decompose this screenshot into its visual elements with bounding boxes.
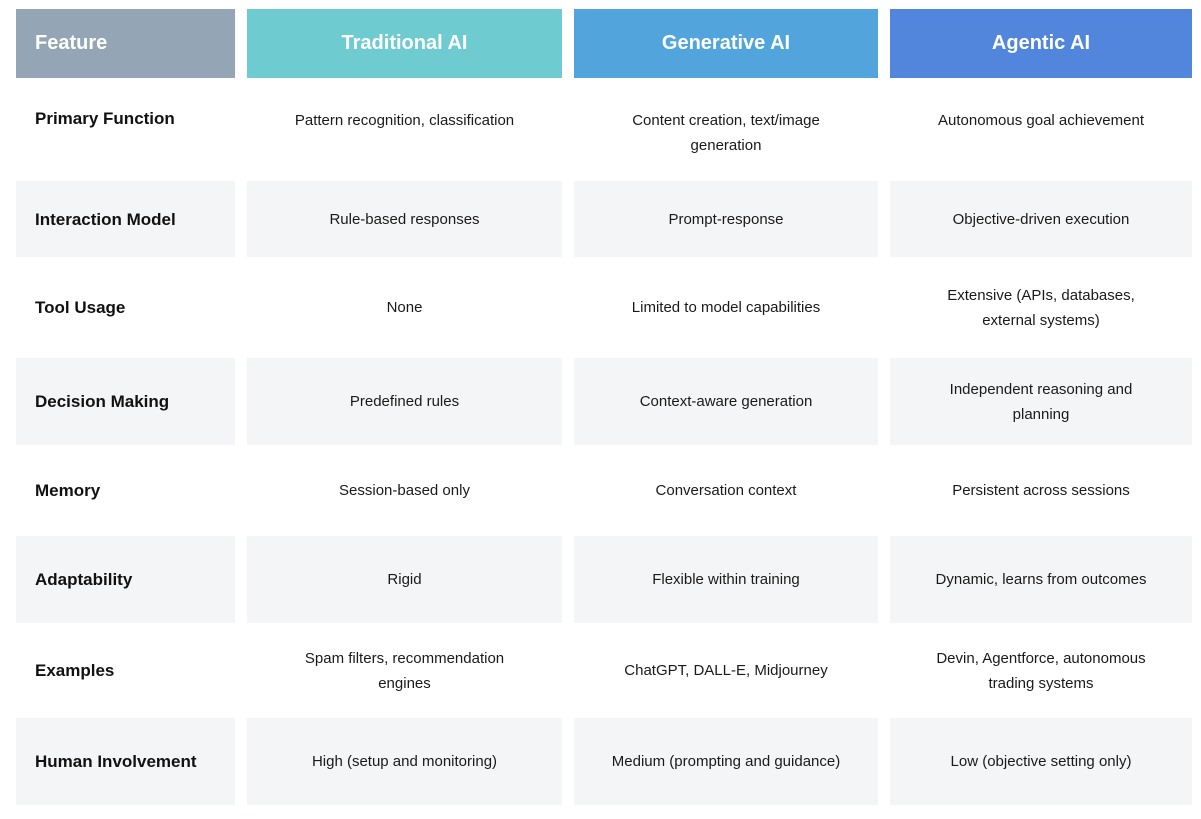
cell-agentic: Low (objective setting only) bbox=[890, 718, 1192, 805]
cell-traditional: High (setup and monitoring) bbox=[247, 718, 562, 805]
cell-generative: ChatGPT, DALL-E, Midjourney bbox=[574, 623, 878, 718]
table-row-tool-usage: Tool Usage None Limited to model capabil… bbox=[16, 257, 1192, 358]
table-row-primary-function: Primary Function Pattern recognition, cl… bbox=[16, 78, 1192, 181]
cell-traditional: Session-based only bbox=[247, 445, 562, 536]
table-row-human-involvement: Human Involvement High (setup and monito… bbox=[16, 718, 1192, 805]
cell-agentic: Persistent across sessions bbox=[890, 445, 1192, 536]
cell-agentic: Autonomous goal achievement bbox=[890, 78, 1192, 181]
row-label: Primary Function bbox=[16, 78, 235, 181]
ai-comparison-table: Feature Traditional AI Generative AI Age… bbox=[16, 9, 1192, 805]
cell-agentic: Independent reasoning and planning bbox=[890, 358, 1192, 445]
table-row-interaction-model: Interaction Model Rule-based responses P… bbox=[16, 181, 1192, 257]
row-label: Memory bbox=[16, 445, 235, 536]
header-traditional-ai: Traditional AI bbox=[247, 9, 562, 78]
cell-generative: Context-aware generation bbox=[574, 358, 878, 445]
cell-traditional: None bbox=[247, 257, 562, 358]
table-header-row: Feature Traditional AI Generative AI Age… bbox=[16, 9, 1192, 78]
header-feature: Feature bbox=[16, 9, 235, 78]
table-row-examples: Examples Spam filters, recommendation en… bbox=[16, 623, 1192, 718]
cell-agentic: Dynamic, learns from outcomes bbox=[890, 536, 1192, 623]
row-label: Human Involvement bbox=[16, 718, 235, 805]
table-row-adaptability: Adaptability Rigid Flexible within train… bbox=[16, 536, 1192, 623]
cell-generative: Prompt-response bbox=[574, 181, 878, 257]
cell-generative: Limited to model capabilities bbox=[574, 257, 878, 358]
cell-generative: Content creation, text/image generation bbox=[574, 78, 878, 181]
header-generative-ai: Generative AI bbox=[574, 9, 878, 78]
cell-generative: Flexible within training bbox=[574, 536, 878, 623]
row-label: Tool Usage bbox=[16, 257, 235, 358]
table-row-decision-making: Decision Making Predefined rules Context… bbox=[16, 358, 1192, 445]
cell-traditional: Spam filters, recommendation engines bbox=[247, 623, 562, 718]
cell-agentic: Devin, Agentforce, autonomous trading sy… bbox=[890, 623, 1192, 718]
row-label: Examples bbox=[16, 623, 235, 718]
table-row-memory: Memory Session-based only Conversation c… bbox=[16, 445, 1192, 536]
row-label: Decision Making bbox=[16, 358, 235, 445]
cell-traditional: Pattern recognition, classification bbox=[247, 78, 562, 181]
row-label: Adaptability bbox=[16, 536, 235, 623]
header-agentic-ai: Agentic AI bbox=[890, 9, 1192, 78]
cell-generative: Conversation context bbox=[574, 445, 878, 536]
cell-traditional: Rule-based responses bbox=[247, 181, 562, 257]
row-label: Interaction Model bbox=[16, 181, 235, 257]
cell-traditional: Predefined rules bbox=[247, 358, 562, 445]
cell-agentic: Extensive (APIs, databases, external sys… bbox=[890, 257, 1192, 358]
cell-traditional: Rigid bbox=[247, 536, 562, 623]
cell-agentic: Objective-driven execution bbox=[890, 181, 1192, 257]
cell-generative: Medium (prompting and guidance) bbox=[574, 718, 878, 805]
